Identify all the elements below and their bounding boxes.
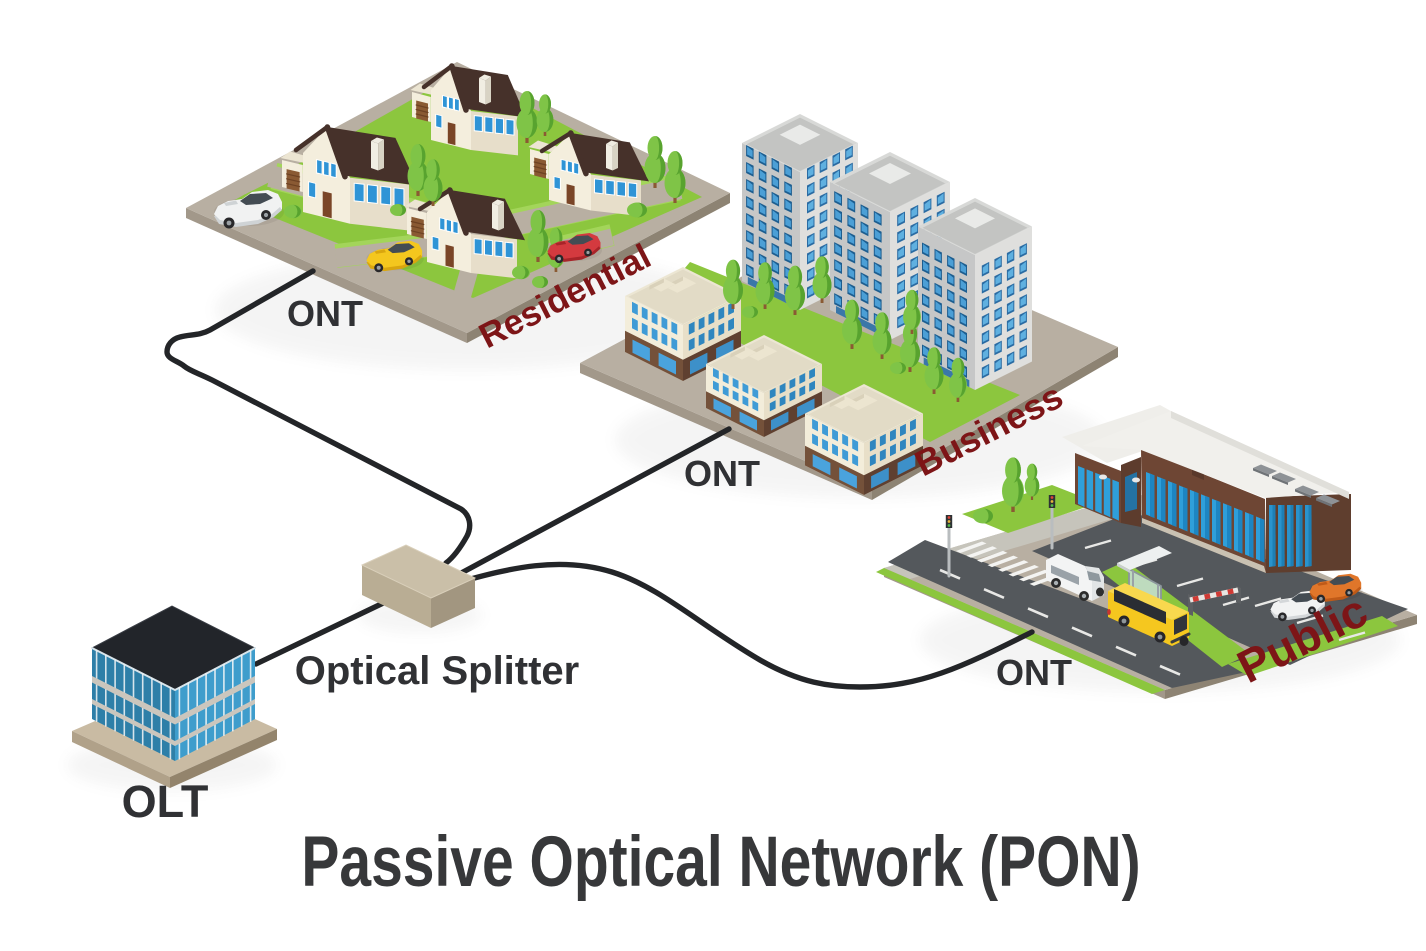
svg-text:ONT: ONT <box>996 652 1072 693</box>
svg-text:ONT: ONT <box>684 453 760 494</box>
svg-text:OLT: OLT <box>122 776 209 827</box>
svg-text:ONT: ONT <box>287 293 363 334</box>
svg-text:Passive Optical Network (PON): Passive Optical Network (PON) <box>301 822 1140 902</box>
svg-text:Optical Splitter: Optical Splitter <box>295 649 580 693</box>
